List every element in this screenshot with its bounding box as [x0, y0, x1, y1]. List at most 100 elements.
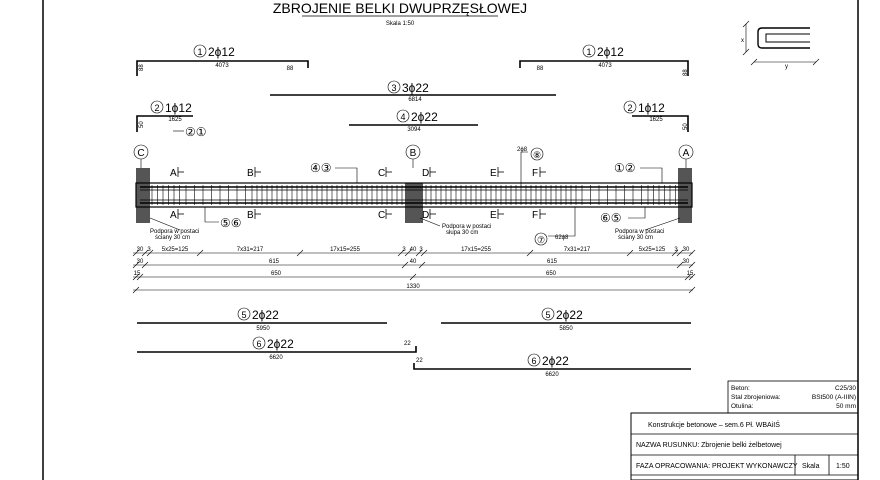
- dimension-text: 3: [419, 247, 423, 253]
- bar-2-left: 2 1ϕ12 1625 50: [136, 100, 193, 132]
- section-cut-label: E: [490, 168, 497, 179]
- bar-6-right-label: 2ϕ22: [542, 354, 569, 368]
- bar-1-left-num: 1: [197, 47, 202, 57]
- dimension-tick: [688, 273, 696, 281]
- dimension-text: 15: [687, 271, 694, 277]
- dimension-tick: [401, 261, 409, 269]
- bar-2-left-len: 1625: [168, 117, 182, 123]
- dimension-tick: [688, 261, 696, 269]
- dimension-text: 1330: [406, 284, 420, 290]
- bar-1-left-len: 4073: [215, 63, 229, 69]
- title-block-course: Konstrukcje betonowe – sem.6 Pł. WBAiIŚ: [648, 420, 780, 429]
- section-cut-label: C: [378, 168, 385, 179]
- dimension-tick: [626, 249, 634, 257]
- dimension-text: 615: [547, 259, 558, 265]
- dimension-tick: [684, 273, 692, 281]
- title-block-phase: FAZA OPRACOWANIA: PROJEKT WYKONAWCZY: [636, 463, 798, 470]
- bar-6-left-len: 6620: [269, 355, 283, 361]
- dimension-tick: [404, 249, 412, 257]
- stirrup-x-label: x: [741, 38, 744, 44]
- support-wall-left: [136, 168, 150, 223]
- scale-label: Skala 1:50: [386, 21, 415, 27]
- dimension-tick: [420, 249, 428, 257]
- section-cut-label: A: [170, 210, 177, 221]
- title-block-scale-value: 1:50: [836, 463, 850, 470]
- support-note-mid-2: słupa 30 cm: [446, 230, 478, 236]
- dimension-text: 5x25=125: [639, 247, 666, 253]
- bar-2-right: 2 1ϕ12 1625 50: [623, 100, 689, 132]
- dimension-tick: [296, 249, 304, 257]
- section-cut-label: B: [247, 210, 254, 221]
- bar-3-label: 3ϕ22: [402, 81, 429, 95]
- dimension-text: 615: [269, 259, 280, 265]
- dimension-tick: [397, 249, 405, 257]
- dimension-tick: [526, 249, 534, 257]
- bar-3-len: 6814: [408, 97, 422, 103]
- dimension-text: 650: [271, 271, 282, 277]
- axis-a: A: [683, 148, 690, 159]
- dimension-text: 40: [410, 259, 417, 265]
- dimension-tick: [146, 249, 154, 257]
- bar-4-label: 2ϕ22: [411, 110, 438, 124]
- marker-43: ④③: [310, 161, 332, 175]
- steel-label: Stal zbrojeniowa:: [731, 394, 781, 401]
- dimension-text: 7x31=217: [237, 247, 264, 253]
- bar-1-right-label: 2ϕ12: [597, 45, 624, 59]
- dimension-tick: [409, 273, 417, 281]
- bar-6-left: 6 2ϕ22 6620 22: [137, 336, 417, 361]
- dimension-tick: [418, 261, 426, 269]
- dimension-text: 30: [137, 247, 144, 253]
- dimension-tick: [141, 261, 149, 269]
- dimension-text: 7x31=217: [564, 247, 591, 253]
- section-cut-label: C: [378, 210, 385, 221]
- marker-8: ⑧: [533, 150, 541, 160]
- dimension-text: 17x15=255: [461, 247, 492, 253]
- cover-value: 50 mm: [836, 403, 856, 410]
- support-note-mid-1: Podpora w postaci: [442, 224, 491, 230]
- bar-5-right: 5 2ϕ22 5850: [441, 307, 691, 332]
- title-block-drawing-name: NAZWA RUSUNKU: Zbrojenie belki żelbetowe…: [636, 442, 782, 449]
- title-block: Konstrukcje betonowe – sem.6 Pł. WBAiIŚ …: [630, 412, 859, 480]
- marker-7: ⑦: [537, 235, 545, 245]
- stirrup-detail: x y: [741, 20, 820, 70]
- bar-6-left-label: 2ϕ22: [267, 337, 294, 351]
- bar-3-num: 3: [391, 83, 396, 93]
- marker-65: ⑥⑤: [600, 211, 622, 225]
- dimension-text: 3: [402, 247, 406, 253]
- support-note-left-2: ściany 30 cm: [155, 235, 190, 241]
- dimension-text: 3: [147, 247, 151, 253]
- bar-1-right-hook: 88: [537, 66, 544, 72]
- dimension-text: 30: [137, 259, 144, 265]
- bar-6-right: 6 2ϕ22 6620 22: [413, 353, 691, 378]
- bar-5-left: 5 2ϕ22 5950: [137, 307, 387, 332]
- beam: [135, 168, 693, 223]
- bar-5-left-label: 2ϕ22: [252, 308, 279, 322]
- dimension-tick: [132, 273, 140, 281]
- marker-8-pre: 2ϕ8: [517, 147, 528, 153]
- section-cut-label: D: [422, 168, 429, 179]
- bar-5-right-len: 5850: [559, 326, 573, 332]
- drawing-title: ZBROJENIE BELKI DWUPRZĘSŁOWEJ: [273, 0, 527, 16]
- bar-6-left-hook: 22: [404, 341, 411, 347]
- dimension-tick: [676, 249, 684, 257]
- dimension-text: 30: [683, 247, 690, 253]
- bar-1-left: 1 2ϕ12 4073 88 88: [136, 44, 309, 76]
- bar-1-right-num: 1: [586, 47, 591, 57]
- support-note-left-1: Podpora w postaci: [150, 229, 199, 235]
- bar-1-left-label: 2ϕ12: [208, 45, 235, 59]
- support-note-right: Podpora w postaci ściany 30 cm: [615, 217, 681, 241]
- axis-c: C: [137, 148, 144, 159]
- bar-5-right-label: 2ϕ22: [556, 308, 583, 322]
- bar-1-right: 1 2ϕ12 4073 88 88: [519, 44, 689, 76]
- support-wall-right: [678, 168, 692, 223]
- axis-markers: C B A: [133, 144, 694, 168]
- support-note-left: Podpora w postaci ściany 30 cm: [149, 217, 199, 241]
- dimension-text: 40: [410, 247, 417, 253]
- stirrup-y-label: y: [785, 64, 788, 70]
- dimension-tick: [676, 261, 684, 269]
- bar-2-right-label: 1ϕ12: [638, 101, 665, 115]
- bar-4-num: 4: [400, 112, 405, 122]
- dimension-text: 30: [683, 259, 690, 265]
- support-note-mid: Podpora w postaci słupa 30 cm: [419, 217, 491, 236]
